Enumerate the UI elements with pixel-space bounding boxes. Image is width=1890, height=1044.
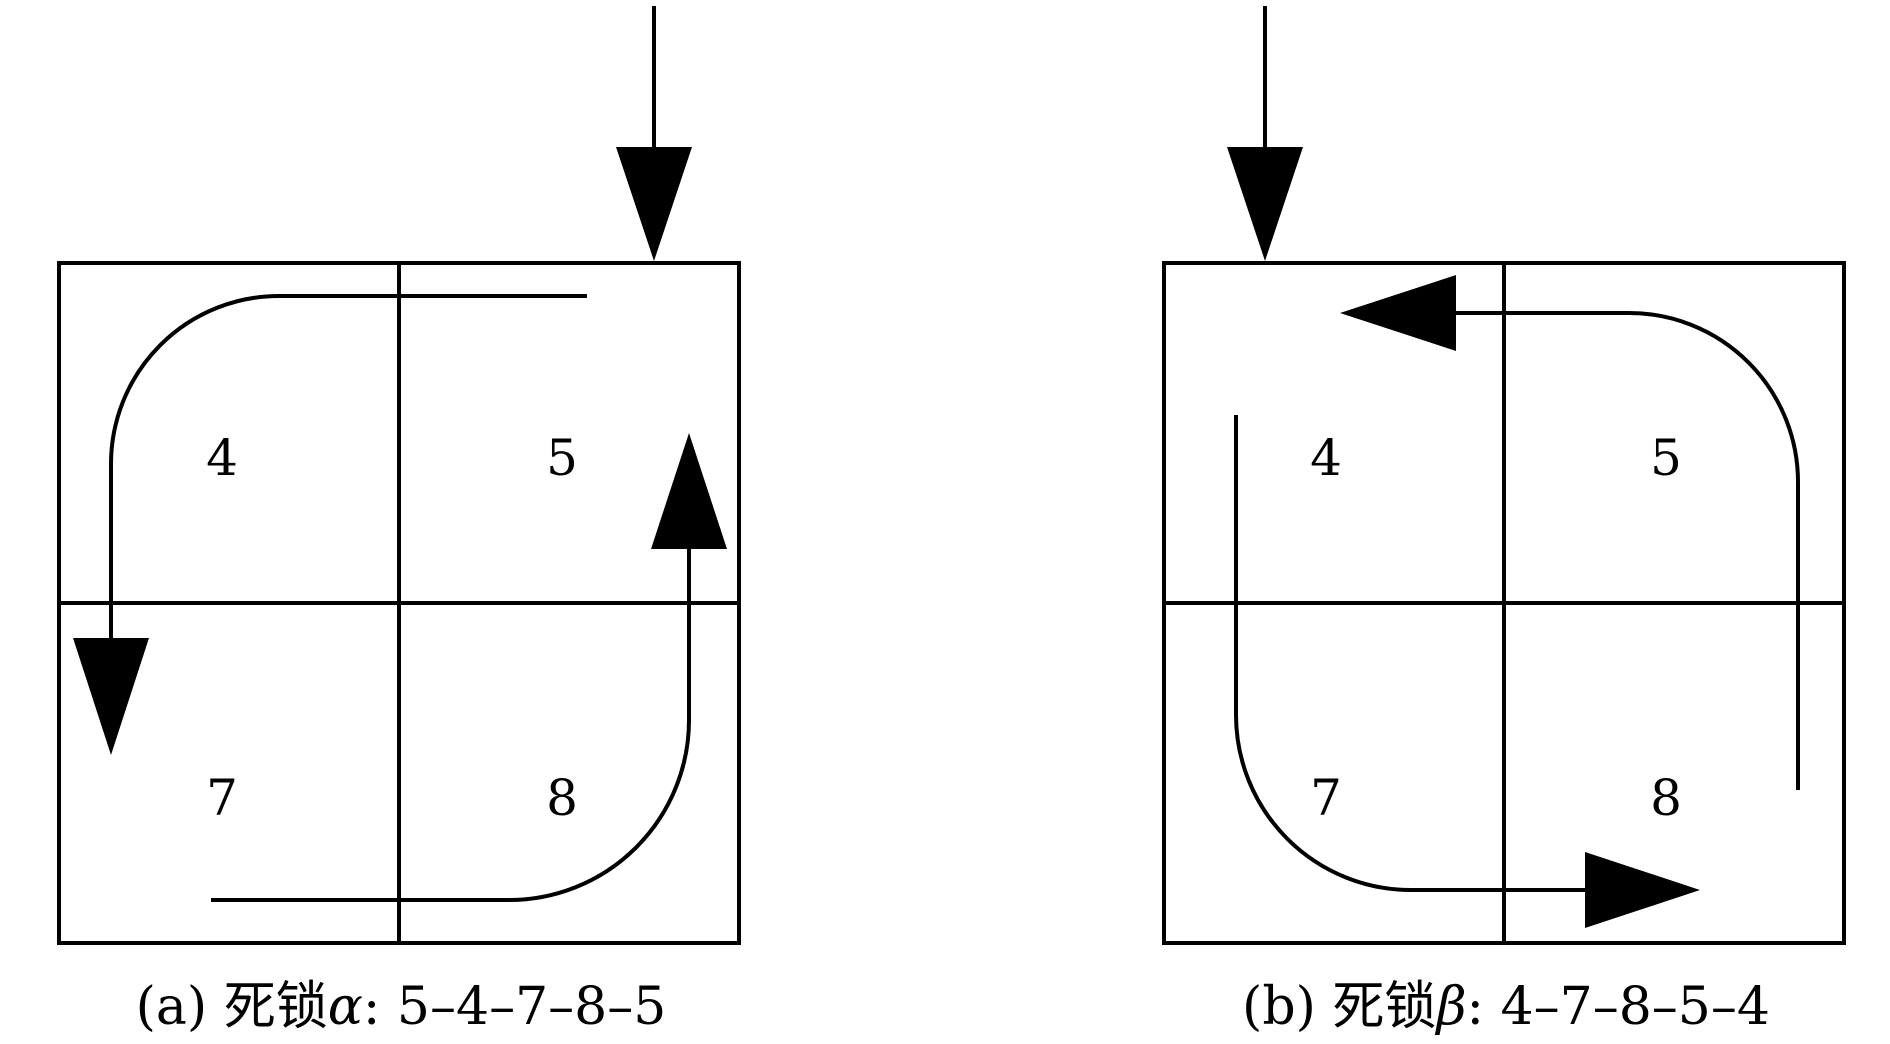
panel-b-path-8-5-4 — [1452, 311, 1800, 790]
panel-a-caption: (a) 死锁α: 5–4–7–8–5 — [136, 977, 667, 1037]
panel-a-up-arrow-head — [651, 433, 727, 549]
panel-a-entry-arrow-head — [616, 147, 692, 261]
panel-a-path-7-8-5 — [211, 545, 691, 902]
panel-b-cell-5: 5 — [1650, 429, 1682, 487]
panel-b: 4 5 7 8 (b) 死锁β: 4–7–8–5–4 — [1162, 6, 1846, 1037]
panel-b-left-arrow-head — [1340, 275, 1456, 351]
panel-b-cell-4: 4 — [1310, 429, 1342, 487]
panel-a: 4 5 7 8 (a) 死锁α: 5–4–7–8–5 — [57, 6, 741, 1037]
panel-b-path-4-7-8 — [1234, 415, 1590, 892]
panel-a-cell-4: 4 — [206, 429, 238, 487]
panel-b-cell-7: 7 — [1310, 769, 1342, 827]
panel-b-caption: (b) 死锁β: 4–7–8–5–4 — [1242, 977, 1770, 1037]
panel-b-cell-8: 8 — [1650, 769, 1682, 827]
panel-b-right-arrow-head — [1585, 852, 1700, 928]
panel-a-cell-5: 5 — [546, 429, 578, 487]
panel-b-entry-arrow-head — [1227, 147, 1303, 261]
panel-a-path-5-4-7 — [109, 294, 587, 640]
panel-a-cell-7: 7 — [206, 769, 238, 827]
panel-a-down-arrow-head — [73, 638, 149, 755]
panel-a-cell-8: 8 — [546, 769, 578, 827]
